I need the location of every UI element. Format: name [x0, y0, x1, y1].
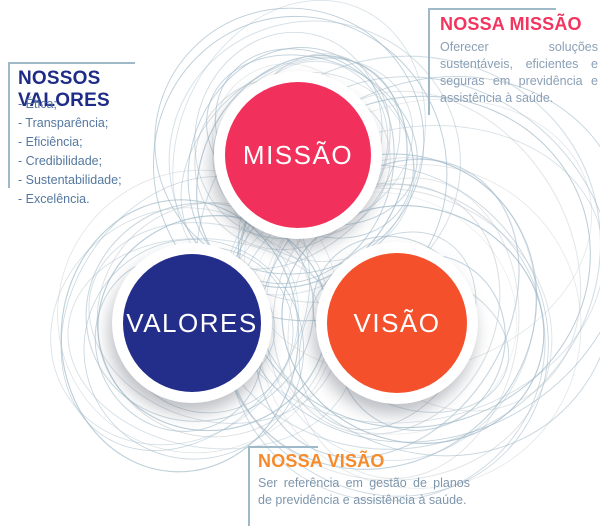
- valores-list-item: - Sustentabilidade;: [18, 173, 122, 187]
- visao-note-left-border: [248, 446, 250, 526]
- valores-note-top-border: [8, 62, 135, 64]
- missao-note-title: NOSSA MISSÃO: [440, 14, 582, 34]
- visao-note-body: Ser referência em gestão de planos de pr…: [258, 476, 470, 507]
- missao-note-top-border: [428, 8, 556, 10]
- valores-list-item: - Credibilidade;: [18, 154, 103, 168]
- valores-list-item: - Eficiência;: [18, 135, 83, 149]
- valores-list-item: - Excelência.: [18, 192, 90, 206]
- valores-circle-label: VALORES: [126, 307, 258, 338]
- valores-note-list: - Ética; - Transparência; - Eficiência; …: [18, 95, 122, 209]
- valores-circle: VALORES: [123, 254, 261, 392]
- visao-note-top-border: [248, 446, 318, 448]
- valores-list-item: - Ética;: [18, 97, 57, 111]
- valores-note-left-border: [8, 62, 10, 188]
- missao-circle-label: MISSÃO: [242, 139, 354, 170]
- valores-note-title: NOSSOS VALORES: [18, 68, 110, 111]
- missao-note-left-border: [428, 8, 430, 115]
- visao-circle-label: VISÃO: [353, 307, 441, 338]
- valores-list-item: - Transparência;: [18, 116, 109, 130]
- visao-circle: VISÃO: [327, 253, 467, 393]
- missao-note-body: Oferecer soluções sustentáveis, eficient…: [440, 40, 598, 105]
- missao-circle: MISSÃO: [225, 82, 371, 228]
- visao-note-title: NOSSA VISÃO: [258, 451, 385, 471]
